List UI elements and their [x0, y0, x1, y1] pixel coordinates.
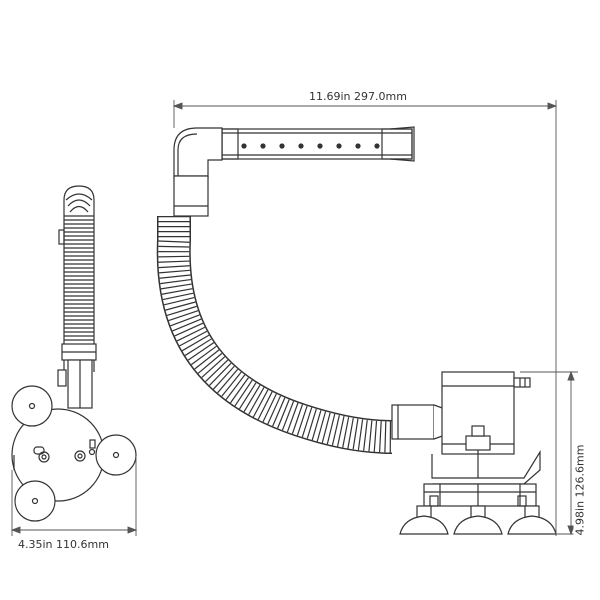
pump-body: [423, 371, 541, 507]
dimension-lines: [10, 100, 578, 536]
spray-hole: [355, 143, 361, 149]
spray-hole: [317, 143, 323, 149]
main-view: [156, 126, 557, 535]
side-view-base: [11, 408, 105, 502]
spray-bar-holes: [241, 143, 380, 149]
side-view-stem: [57, 359, 93, 409]
spray-hole: [374, 143, 380, 149]
side-view-hose: [58, 185, 97, 372]
suction-cup-right: [507, 505, 557, 535]
spray-hole: [241, 143, 247, 149]
dimension-width-label: 11.69in 297.0mm: [306, 90, 410, 103]
flexible-hose: [156, 216, 393, 454]
side-view-suction-cup-right: [95, 434, 137, 476]
spray-hole: [298, 143, 304, 149]
side-view-suction-cup-bottom: [14, 480, 56, 522]
spray-bar: [221, 126, 415, 162]
suction-cup-middle: [453, 505, 503, 535]
spray-hole: [279, 143, 285, 149]
side-view-suction-cup-top: [11, 385, 53, 427]
dimension-height-label: 4.98in 126.6mm: [573, 441, 587, 539]
dimension-base-label: 4.35in 110.6mm: [18, 538, 109, 551]
side-view: [11, 185, 137, 522]
spray-hole: [260, 143, 266, 149]
suction-cup-left: [399, 505, 449, 535]
spray-hole: [336, 143, 342, 149]
side-view-hose-ribs: [64, 215, 94, 341]
elbow-joint: [173, 127, 223, 217]
